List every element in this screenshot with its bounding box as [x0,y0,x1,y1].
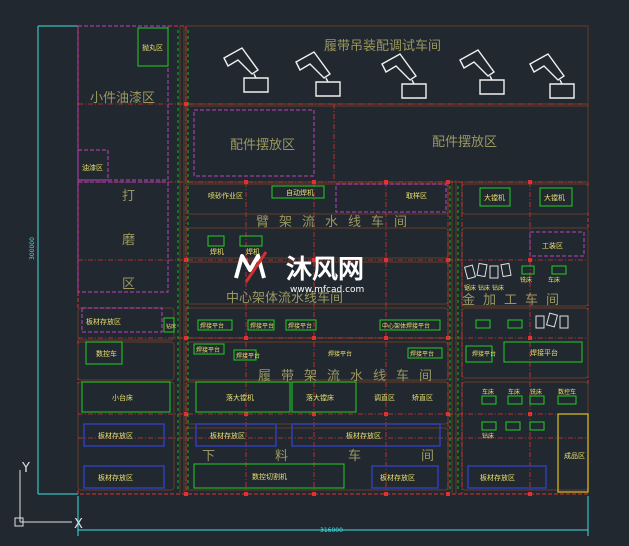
eq-plate-5: 板材存放区 [380,473,415,482]
label-cutting-shop: 下料车间 [202,448,494,464]
eq-cnc-box: 数控车 [96,349,117,358]
eq-small-weld-2: 焊接平台 [328,350,352,358]
label-center-frame-line: 中心架体流水线车间 [226,290,343,306]
label-parts-staging-left: 配件摆放区 [230,138,295,153]
crane-icons [223,47,575,99]
x-axis-label: X [74,517,83,532]
eq-mid-weld-long: 中心架体焊接平台 [382,322,430,330]
label-grinding-2: 磨 [122,233,135,248]
eq-ms-5: 车床 [548,276,560,284]
finished-area-box [557,413,589,493]
watermark-brand: 沐风网 [286,255,364,285]
eq-boring-2: 大镗机 [544,193,565,202]
eq-track-weld-2: 焊接平台 [530,348,558,357]
eq-mid-weld-5: 焊接平台 [236,352,260,360]
label-small-parts-paint-area: 小件油漆区 [90,90,155,106]
eq-mid-weld-3: 焊接平台 [288,322,312,330]
eq-auto-weld-machine: 自动焊机 [286,188,314,197]
eq-boring-1: 大镗机 [484,193,505,202]
eq-ms-2: 钻床 [478,284,490,292]
eq-blast-room: 喷砂作业区 [208,191,243,200]
label-metalworking-shop: 金加工车间 [462,292,567,308]
equipment-labels: 抛丸区 油漆区 喷砂作业区 自动焊机 大镗机 大镗机 焊机 焊机 工装区 板材存… [82,43,585,482]
eq-plate-4: 板材存放区 [346,431,381,440]
eq-material-zone: 板材存放区 [86,317,121,326]
eq-ms-3: 钻床 [492,284,504,292]
eq-ms-7: 车床 [508,388,520,396]
eq-process-zone: 工装区 [542,241,563,250]
eq-plate-2: 板材存放区 [98,473,133,482]
eq-gantry-area: 调直区 [374,393,395,402]
eq-big-bed-2: 落大镗床 [306,393,334,402]
eq-plate-1: 板材存放区 [98,431,133,440]
green-equipment [81,27,583,489]
eq-ms-9: 钻床 [482,432,494,440]
eq-weld-a: 焊机 [210,247,224,256]
eq-paint-room: 抛丸区 [142,43,163,52]
watermark-url: www.mfcad.com [290,285,364,295]
eq-ms-6: 车床 [482,388,494,396]
eq-small-bed: 小台床 [112,393,133,402]
vertical-dimension: 300000 [29,237,36,260]
eq-straighten-area: 矫直区 [412,393,433,402]
eq-plate-6: 板材存放区 [480,473,515,482]
label-boom-frame-line: 臂架流水线车间 [256,214,417,230]
eq-cut-machine: 数控切割机 [252,472,287,481]
eq-small-paint-box: 油漆区 [82,163,103,172]
eq-weld-b: 焊机 [246,247,260,256]
column-markers [184,102,532,496]
eq-mid-weld-4: 焊接平台 [196,346,220,354]
eq-ms-10: 数控车 [558,388,576,396]
label-crawler-crane-test-shop: 履带吊装配调试车间 [324,38,441,54]
eq-ms-4: 铣床 [520,276,532,284]
watermark: 沐风网 www.mfcad.com [234,251,364,295]
ucs-axis-icon [14,470,72,527]
machine-icons [463,262,569,329]
aisle-lines [177,30,459,490]
magenta-zones [77,25,585,333]
label-grinding-1: 打 [122,189,135,204]
eq-ms-8: 铣床 [530,388,542,396]
horizontal-dimension: 316000 [320,527,343,534]
eq-mid-weld-1: 焊接平台 [200,322,224,330]
eq-small-weld-1: 焊接平台 [410,350,434,358]
y-axis-label: Y [21,461,30,476]
eq-plate-3: 板材存放区 [210,431,245,440]
blue-storage [83,423,547,489]
label-track-frame-line: 履带架流水线车间 [258,368,442,384]
eq-finished: 成品区 [564,451,585,460]
dimension-lines [37,25,589,536]
eq-ms-1: 锯床 [464,284,476,292]
eq-big-bed-1: 落大镗机 [226,393,254,402]
eq-sample-area: 取样区 [406,191,427,200]
watermark-logo-icon [234,251,268,283]
eq-drill-box: 钻床 [166,323,176,330]
label-parts-staging-right: 配件摆放区 [432,135,497,150]
area-labels: 履带吊装配调试车间 小件油漆区 配件摆放区 配件摆放区 臂架流水线车间 中心架体… [90,38,567,464]
label-grinding-3: 区 [122,277,135,292]
eq-mid-weld-2: 焊接平台 [250,322,274,330]
eq-track-weld-1: 焊接平台 [472,350,496,358]
